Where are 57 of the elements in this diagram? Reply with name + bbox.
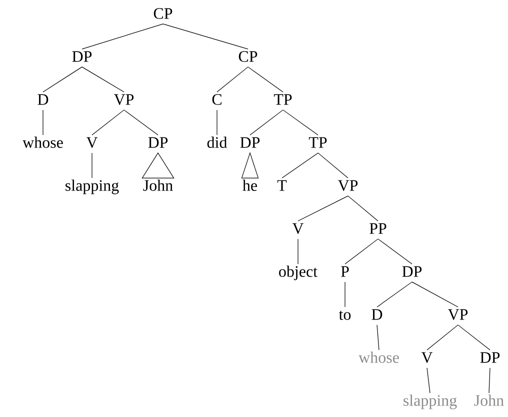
branch-line	[42, 66, 82, 92]
word: John	[143, 180, 173, 191]
category-label: V	[86, 137, 98, 148]
branch-line	[378, 238, 412, 264]
branch-line	[344, 238, 378, 264]
category-label: TP	[274, 94, 292, 105]
category-label: C	[212, 94, 222, 105]
category-label: T	[277, 180, 287, 191]
word: whose	[358, 352, 399, 363]
category-label: DP	[240, 137, 260, 148]
branch-line	[82, 24, 164, 50]
word: he	[242, 180, 257, 191]
branch-line	[250, 110, 284, 136]
branch-line	[216, 110, 218, 136]
branch-line	[82, 66, 124, 92]
branch-line	[124, 110, 158, 136]
branch-line	[376, 324, 380, 350]
word: to	[338, 310, 351, 320]
branch-line	[298, 196, 348, 222]
category-label: VP	[338, 180, 358, 191]
category-label: VP	[448, 309, 468, 320]
branch-line	[216, 66, 248, 92]
category-label: P	[341, 266, 349, 277]
category-label: V	[292, 223, 304, 234]
branch-line	[426, 324, 458, 350]
branch-line	[318, 152, 348, 178]
category-label: DP	[72, 51, 92, 62]
branch-line	[426, 368, 430, 394]
branch-line	[42, 110, 44, 136]
branch-line	[248, 66, 284, 92]
category-label: DP	[148, 137, 168, 148]
category-label: DP	[480, 352, 500, 363]
category-label: VP	[114, 94, 134, 105]
word: John	[474, 394, 504, 406]
category-label: DP	[402, 266, 422, 277]
category-label: CP	[238, 51, 258, 62]
category-label: TP	[308, 137, 327, 148]
category-label: CP	[154, 8, 172, 19]
branch-line	[488, 368, 490, 394]
word: did	[207, 136, 228, 148]
word: slapping	[66, 180, 119, 194]
branch-line	[412, 282, 458, 308]
category-label: D	[38, 94, 48, 105]
word: whose	[22, 136, 63, 148]
category-label: PP	[370, 223, 386, 234]
category-label: D	[372, 309, 382, 320]
branch-line	[458, 324, 490, 350]
branch-line	[282, 110, 318, 136]
branch-line	[92, 110, 124, 136]
word: slapping	[404, 394, 457, 410]
branch-line	[348, 196, 378, 222]
category-label: V	[421, 352, 433, 363]
branch-line	[162, 24, 248, 50]
branch-line	[376, 282, 412, 308]
word: object	[279, 266, 318, 280]
branch-line	[344, 282, 346, 308]
branch-line	[282, 152, 318, 178]
